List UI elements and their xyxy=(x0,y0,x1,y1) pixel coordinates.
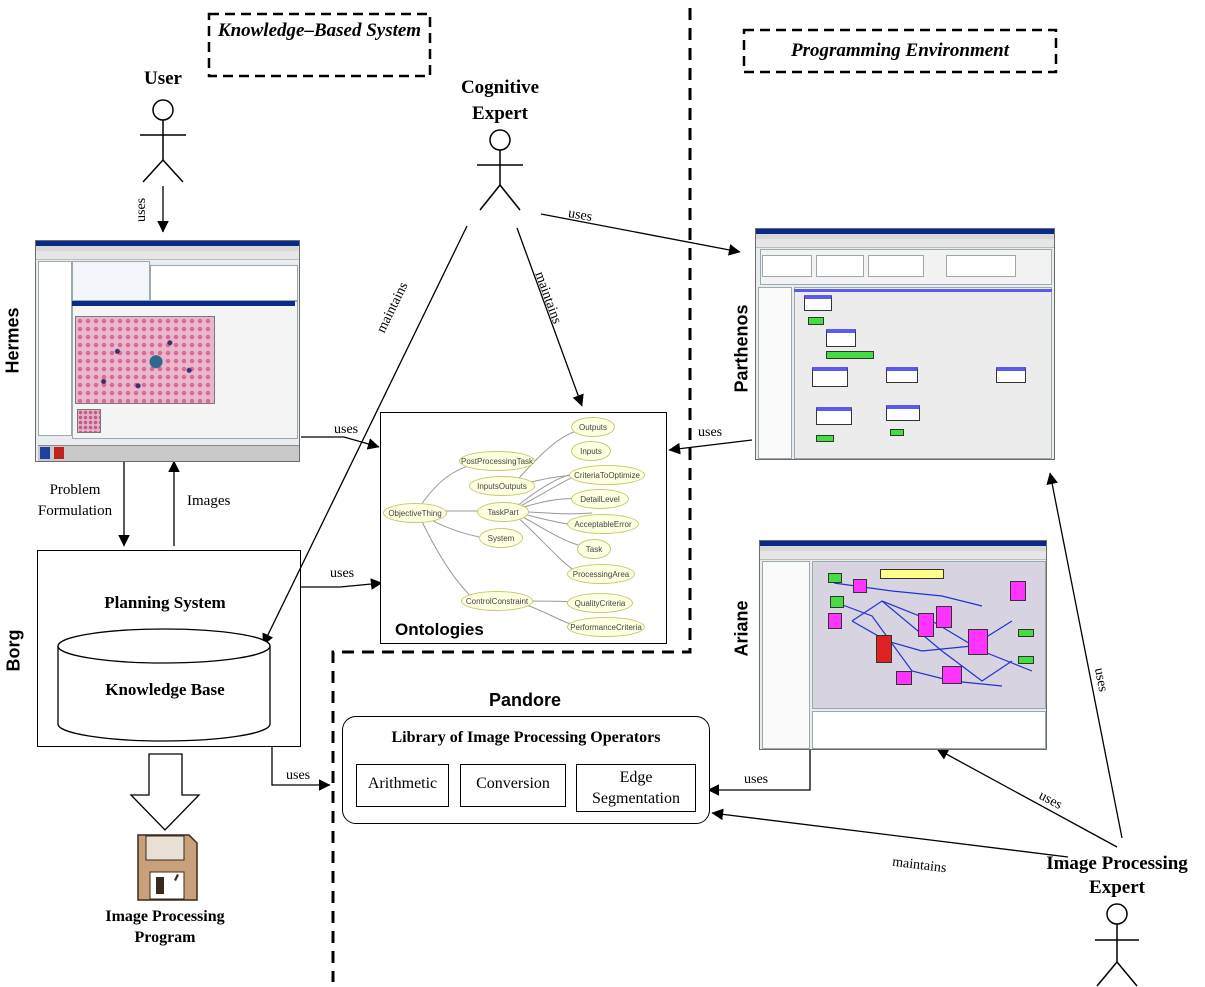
ontology-node-taskpart: TaskPart xyxy=(477,502,529,522)
parthenos-label: Parthenos xyxy=(731,304,752,393)
edge-borg-pandore-uses: uses xyxy=(286,768,311,783)
program-label: Image Processing Program xyxy=(105,908,225,946)
cognitive-expert-figure xyxy=(477,129,523,211)
kbs-title: Knowledge–Based System xyxy=(217,20,422,41)
knowledge-base-label: Knowledge Base xyxy=(105,680,225,699)
user-label: User xyxy=(144,68,182,89)
edge-ariane-uses: uses xyxy=(744,772,769,787)
kbs-box-border xyxy=(207,12,432,78)
parthenos-screenshot xyxy=(755,228,1055,460)
planning-system-label: Planning System xyxy=(104,593,226,612)
ontology-node-criteriatooptimize: CriteriaToOptimize xyxy=(569,465,645,485)
hermes-screenshot xyxy=(35,240,300,462)
operator-conversion-label: Conversion xyxy=(476,775,550,792)
cognitive-expert-label: Cognitive Expert xyxy=(460,77,540,124)
ontology-node-detaillevel: DetailLevel xyxy=(571,489,629,509)
output-arrow xyxy=(129,753,201,831)
ontology-node-system: System xyxy=(479,528,523,548)
image-processing-expert-label: Image Processing Expert xyxy=(1046,853,1188,898)
ontology-node-postprocessingtask: PostProcessingTask xyxy=(459,451,535,471)
edge-borg-uses: uses xyxy=(330,566,355,581)
ontology-node-outputs: Outputs xyxy=(571,417,615,437)
kbs-divider xyxy=(331,8,692,982)
ontology-node-processingarea: ProcessingArea xyxy=(567,564,635,584)
operator-edge-segmentation xyxy=(576,764,696,812)
knowledge-base-cylinder xyxy=(57,628,271,742)
user-figure xyxy=(140,99,186,183)
ontology-node-acceptableerror: AcceptableError xyxy=(567,514,639,534)
operator-arithmetic xyxy=(356,764,449,807)
operator-conversion xyxy=(460,764,566,807)
operator-edge-segmentation-label: Edge Segmentation xyxy=(592,769,680,807)
image-processing-expert-figure xyxy=(1095,903,1139,987)
ariane-screenshot xyxy=(759,540,1047,750)
edge-parthenos-uses: uses xyxy=(698,425,723,440)
borg-label: Borg xyxy=(3,629,24,672)
ontologies-box: PostProcessingTask InputsOutputs Objecti… xyxy=(380,412,667,644)
library-title: Library of Image Processing Operators xyxy=(391,729,661,746)
floppy-disk-icon xyxy=(137,834,198,901)
ontology-node-qualitycriteria: QualityCriteria xyxy=(567,593,633,613)
ontologies-title: Ontologies xyxy=(395,620,484,639)
ontology-node-inputsoutputs: InputsOutputs xyxy=(469,476,535,496)
pe-title: Programming Environment xyxy=(790,40,1010,61)
operator-arithmetic-label: Arithmetic xyxy=(367,775,438,792)
ariane-label: Ariane xyxy=(731,600,752,657)
ontology-node-task: Task xyxy=(577,539,611,559)
ontology-node-controlconstraint: ControlConstraint xyxy=(461,591,533,611)
borg-box xyxy=(37,550,301,747)
edge-problem-formulation: Problem Formulation xyxy=(37,482,113,519)
pandore-label: Pandore xyxy=(488,690,562,710)
edge-user-uses: uses xyxy=(134,197,149,222)
hermes-label: Hermes xyxy=(2,307,23,374)
ontology-node-performancecriteria: PerformanceCriteria xyxy=(567,617,645,637)
ontology-node-objectivething: ObjectiveThing xyxy=(383,503,447,523)
edge-hermes-uses: uses xyxy=(334,422,359,437)
ontology-node-inputs: Inputs xyxy=(571,441,611,461)
edge-images: Images xyxy=(187,493,231,509)
